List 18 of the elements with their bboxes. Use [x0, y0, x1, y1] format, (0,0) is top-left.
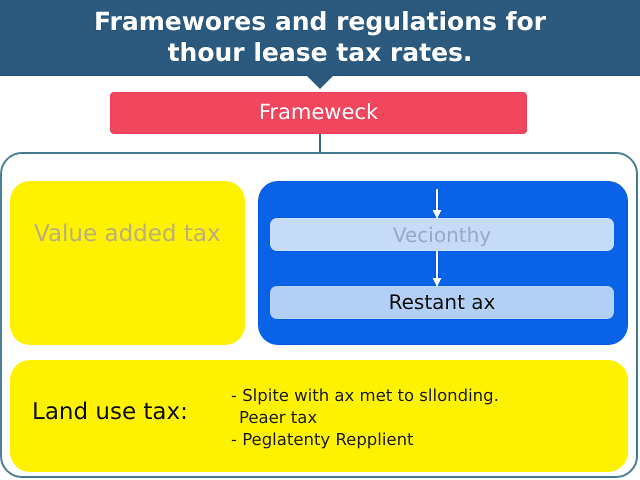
tax-panel: [258, 181, 628, 345]
bullet-text: - Peglatenty Repplient: [231, 429, 414, 450]
container-panel: [0, 152, 638, 478]
card-heading: Land use tax:: [32, 398, 188, 426]
box-label: Restant ax: [388, 290, 496, 314]
tax-box: [270, 218, 614, 251]
diagram-title: Framewores and regulations for thour lease tax rates.: [93, 6, 547, 68]
arrow: [432, 251, 442, 287]
tax-box: [270, 286, 614, 319]
body-text: Peaer tax: [239, 407, 318, 428]
box-label: Frameweck: [258, 99, 380, 125]
arrow: [432, 189, 442, 219]
connector-line: [319, 134, 321, 152]
framework-box: [110, 92, 527, 134]
bullet-text: - Slpite with ax met to sllonding.: [231, 385, 499, 406]
tax-card: [10, 360, 628, 472]
tax-card: [10, 181, 245, 345]
card-label: Value added tax: [34, 221, 222, 247]
